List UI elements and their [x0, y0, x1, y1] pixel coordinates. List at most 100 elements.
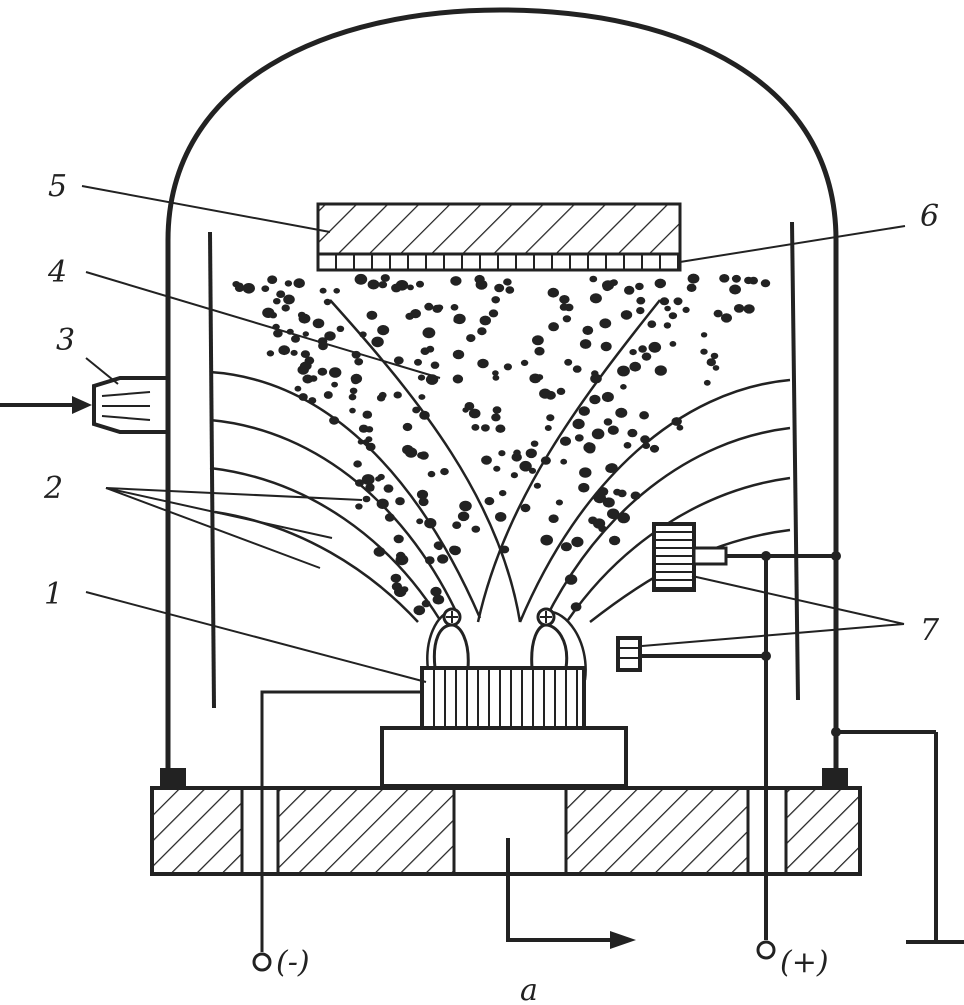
plasma-particle	[351, 376, 360, 385]
plasma-particle	[503, 278, 512, 286]
plasma-particle	[242, 283, 255, 294]
plasma-particle	[281, 304, 290, 312]
plasma-particle	[589, 394, 601, 405]
plasma-particle	[488, 309, 499, 318]
plasma-particles	[232, 273, 771, 616]
cathode-lead	[252, 690, 422, 972]
plasma-particle	[366, 485, 375, 492]
magnet-pole-right	[536, 607, 556, 627]
plasma-particle	[664, 305, 671, 312]
plasma-particle	[602, 497, 615, 508]
plasma-particle	[477, 327, 487, 336]
plasma-particle	[560, 458, 568, 465]
plasma-particle	[603, 418, 613, 426]
plasma-particle	[400, 586, 409, 593]
plasma-particle	[234, 284, 245, 292]
plasma-particle	[312, 318, 325, 329]
plasma-particle	[572, 418, 585, 430]
plasma-particle	[452, 374, 464, 384]
plasma-particle	[477, 358, 489, 369]
plasma-particle	[412, 406, 421, 414]
plasma-particle	[302, 331, 309, 337]
plasma-particle	[571, 536, 584, 548]
magnet-pole-left	[442, 607, 462, 627]
plasma-particle	[491, 413, 501, 422]
plasma-particle	[609, 535, 621, 546]
plasma-particle	[430, 586, 442, 597]
plasma-particle	[450, 304, 459, 311]
plasma-particle	[410, 309, 421, 319]
plasma-particle	[733, 304, 745, 313]
plasma-particle	[261, 285, 270, 293]
plasma-particle	[297, 311, 306, 319]
plasma-particle	[589, 275, 598, 283]
plasma-particle	[659, 297, 670, 306]
seal-right	[822, 768, 848, 788]
plasma-particle	[607, 425, 619, 435]
plasma-particle	[468, 408, 481, 419]
plasma-particle	[393, 391, 402, 399]
plasma-particle	[492, 406, 502, 414]
plasma-particle	[354, 358, 364, 366]
plasma-particle	[719, 274, 730, 283]
plasma-particle	[582, 325, 594, 335]
plasma-particle	[494, 283, 505, 293]
plasma-particle	[492, 370, 499, 376]
plasma-particle	[424, 302, 434, 311]
pump-outlet-arrow	[506, 838, 636, 949]
plasma-particle	[669, 341, 677, 347]
plasma-particle	[273, 329, 283, 338]
plasma-particle	[520, 503, 531, 513]
plasma-particle	[682, 306, 690, 313]
label-5: 5	[48, 169, 67, 204]
plasma-particle	[498, 450, 506, 457]
target-pedestal	[380, 726, 628, 788]
plasma-particle	[760, 279, 771, 288]
plasma-particle	[562, 315, 572, 323]
plasma-particle	[475, 279, 488, 290]
plasma-particle	[540, 534, 553, 546]
plasma-particle	[613, 488, 622, 496]
plasma-particle	[700, 348, 708, 355]
plasma-particle	[647, 320, 657, 329]
plasma-particle	[418, 497, 429, 507]
plasma-particle	[729, 284, 741, 295]
plasma-particle	[377, 325, 390, 336]
plasma-particle	[572, 365, 582, 373]
plasma-particle	[513, 449, 521, 457]
plasma-particle	[555, 499, 564, 506]
label-2: 2	[43, 471, 63, 506]
label-3: 3	[56, 323, 75, 358]
plasma-particle	[479, 315, 491, 326]
plasma-particle	[588, 516, 598, 525]
plasma-particle	[416, 518, 424, 525]
plasma-particle	[599, 318, 612, 329]
plasma-particle	[602, 283, 612, 292]
probe-lower	[616, 636, 642, 672]
plasma-particle	[620, 310, 633, 320]
plasma-particle	[620, 384, 627, 390]
plasma-particle	[530, 440, 539, 447]
probe-upper	[652, 522, 728, 592]
plasma-particle	[323, 298, 332, 306]
plasma-particle	[353, 460, 362, 468]
plasma-particle	[591, 428, 605, 440]
plasma-particle	[284, 280, 293, 287]
plasma-particle	[589, 293, 602, 304]
plasma-particle	[493, 465, 501, 472]
plasma-particle	[375, 476, 382, 482]
plasma-particle	[393, 534, 404, 544]
terminal-minus-label: (-)	[276, 945, 310, 980]
plasma-particle	[721, 313, 732, 323]
plasma-particle	[548, 514, 559, 523]
magnetic-field-lines	[209, 299, 791, 681]
plasma-particle	[471, 525, 481, 533]
plasma-particle	[324, 331, 336, 341]
plasma-particle	[309, 375, 318, 382]
plasma-particle	[668, 312, 678, 320]
plasma-particle	[354, 273, 368, 285]
plasma-particle	[649, 444, 660, 453]
plasma-particle	[638, 345, 647, 353]
plasma-particle	[635, 282, 644, 291]
plasma-particle	[422, 327, 436, 339]
